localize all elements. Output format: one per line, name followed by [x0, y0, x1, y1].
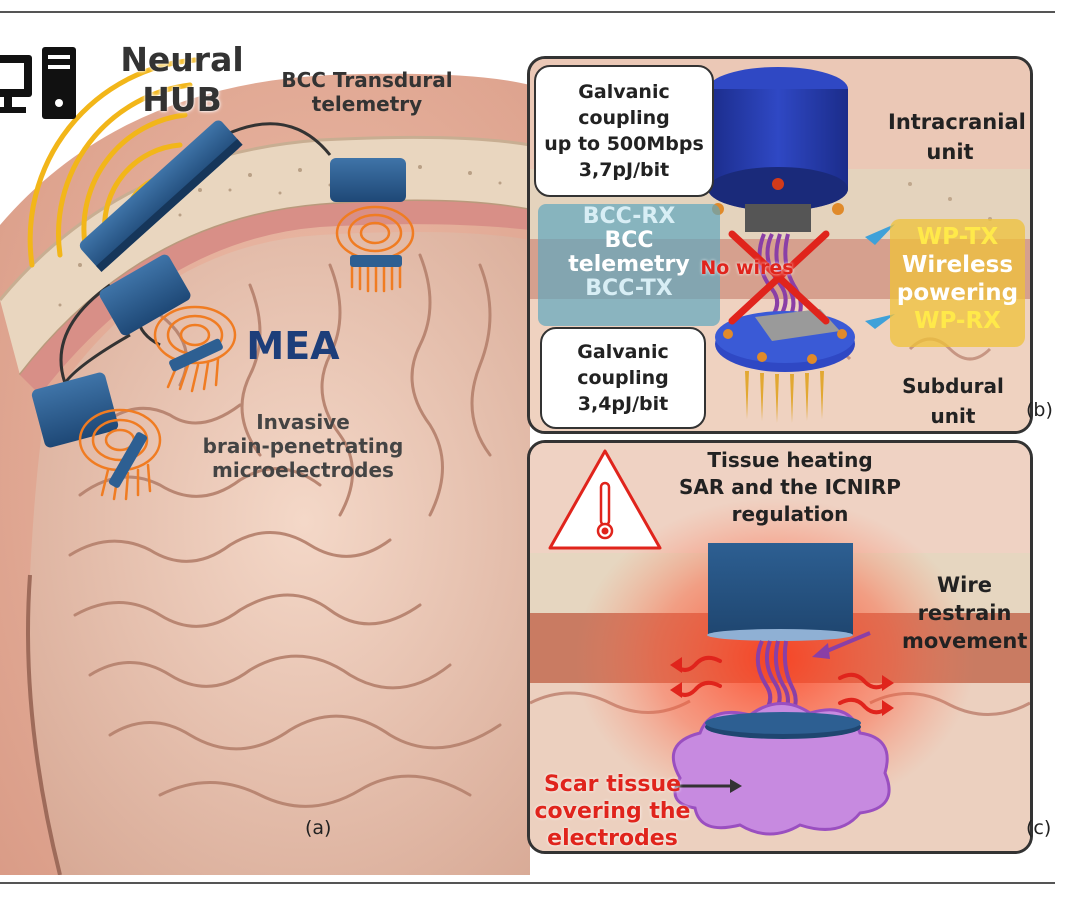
intracranial-unit-label: Intracranial unit — [888, 107, 1026, 167]
bottom-rule — [0, 882, 1055, 884]
galvanic-top-line-4: 3,7pJ/bit — [578, 159, 670, 181]
wire-line-2: restrain — [917, 601, 1012, 625]
wireless-powering-label: WP-TX Wireless powering WP-RX — [890, 223, 1025, 335]
galvanic-bottom-line-1: Galvanic — [577, 341, 669, 363]
invasive-line-3: microelectrodes — [212, 458, 394, 482]
panel-b-tag: (b) — [1026, 399, 1053, 421]
galvanic-coupling-bottom-box: Galvanic coupling 3,4pJ/bit — [540, 327, 706, 429]
heating-line-2: SAR and the ICNIRP — [679, 475, 901, 499]
scar-line-3: electrodes — [547, 826, 678, 851]
powering-label: powering — [896, 280, 1019, 306]
scar-tissue-label: Scar tissue covering the electrodes — [530, 771, 695, 851]
scar-line-1: Scar tissue — [543, 772, 682, 797]
bcc-label: BCC — [604, 228, 654, 253]
wireless-label: Wireless — [901, 252, 1014, 278]
panel-a-tag: (a) — [305, 817, 332, 839]
wp-tx-label: WP-TX — [916, 224, 999, 250]
neural-hub-line-1: Neural — [120, 40, 244, 79]
wire-line-3: movement — [902, 629, 1028, 653]
wp-rx-label: WP-RX — [914, 308, 1001, 334]
subdural-line-2: unit — [930, 404, 976, 428]
invasive-line-1: Invasive — [256, 410, 350, 434]
invasive-label: Invasive brain-penetrating microelectrod… — [198, 410, 408, 482]
heating-line-3: regulation — [731, 502, 849, 526]
heating-line-1: Tissue heating — [707, 448, 873, 472]
scar-line-2: covering the — [534, 799, 691, 824]
bcc-transdural-line-2: telemetry — [311, 92, 423, 116]
galvanic-top-line-1: Galvanic — [578, 81, 670, 103]
subdural-unit-label: Subdural unit — [898, 371, 1008, 431]
invasive-line-2: brain-penetrating — [202, 434, 404, 458]
bcc-transdural-line-1: BCC Transdural — [281, 68, 453, 92]
no-wires-label: No wires — [700, 257, 794, 279]
tissue-heating-label: Tissue heating SAR and the ICNIRP regula… — [650, 447, 930, 528]
galvanic-coupling-top-box: Galvanic coupling up to 500Mbps 3,7pJ/bi… — [534, 65, 714, 197]
galvanic-bottom-line-3: 3,4pJ/bit — [577, 393, 669, 415]
panel-c-tag: (c) — [1026, 817, 1052, 839]
telemetry-label: telemetry — [568, 252, 690, 277]
bcc-rx-label: BCC-RX — [582, 204, 676, 229]
computer-icon — [0, 47, 80, 122]
mea-label: MEA — [246, 324, 340, 368]
neural-hub-label: Neural HUB — [112, 40, 252, 119]
wire-restrain-label: Wire restrain movement — [902, 571, 1027, 655]
panel-c: Tissue heating SAR and the ICNIRP regula… — [527, 440, 1033, 854]
top-rule — [0, 11, 1055, 13]
brain-panel-art — [0, 47, 530, 875]
subdural-line-1: Subdural — [902, 374, 1004, 398]
warning-thermometer-icon — [550, 451, 660, 549]
intracranial-line-2: unit — [926, 140, 974, 164]
wire-line-1: Wire — [937, 573, 992, 597]
galvanic-top-line-2: coupling — [578, 107, 670, 129]
intracranial-line-1: Intracranial — [888, 110, 1026, 134]
bcc-tx-label: BCC-TX — [585, 276, 673, 301]
galvanic-bottom-line-2: coupling — [577, 367, 669, 389]
bcc-telemetry-label: BCC-RX BCC telemetry BCC-TX — [538, 205, 720, 301]
bcc-transdural-label: BCC Transdural telemetry — [272, 68, 462, 116]
galvanic-top-line-3: up to 500Mbps — [544, 133, 704, 155]
panel-c-art — [530, 443, 1030, 851]
panel-b: Galvanic coupling up to 500Mbps 3,7pJ/bi… — [527, 56, 1033, 434]
neural-hub-line-2: HUB — [142, 79, 222, 119]
panel-b-art — [530, 59, 1030, 431]
